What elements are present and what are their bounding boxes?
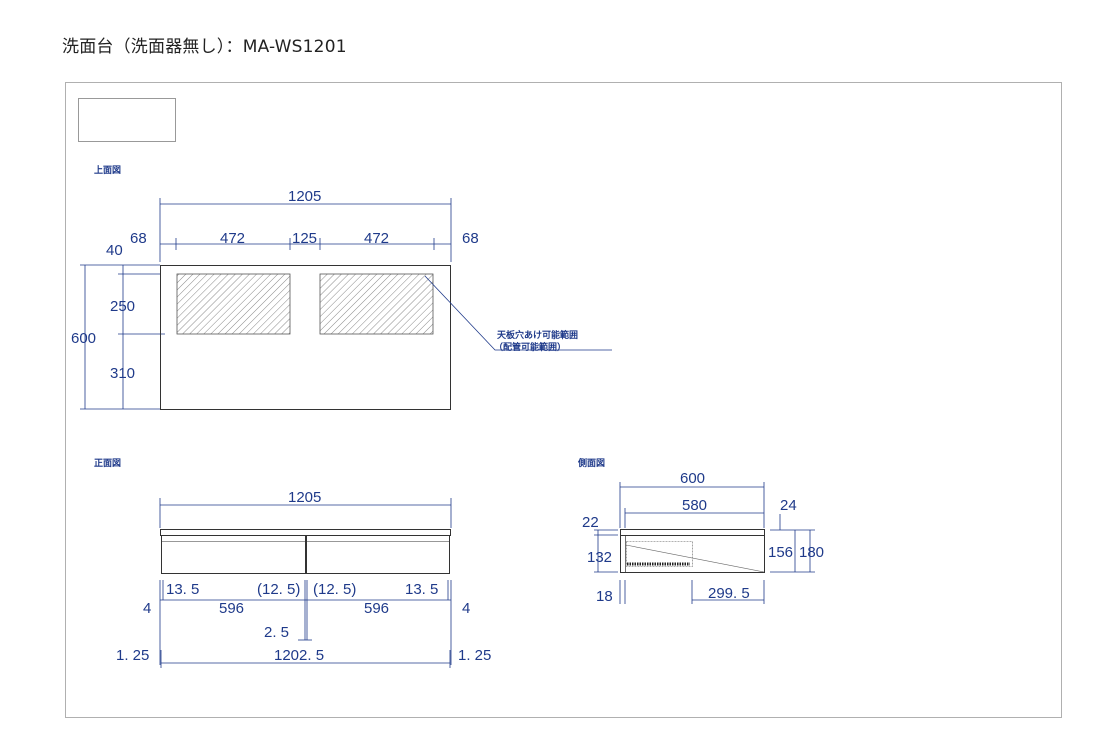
side-inner-depth: 580 [682, 497, 707, 514]
front-inner-width: 1202. 5 [274, 647, 324, 664]
front-gap-1: 13. 5 [166, 581, 199, 598]
front-view [160, 529, 451, 574]
page-title: 洗面台（洗面器無し）：MA-WS1201 [62, 37, 347, 57]
top-left-margin: 68 [130, 230, 147, 247]
counter-top-outline [160, 265, 451, 410]
side-view-label: 側面図 [577, 457, 605, 469]
top-basin-depth: 250 [110, 298, 135, 315]
basin-area-left [176, 273, 291, 335]
side-top-gap: 22 [582, 514, 599, 531]
front-drawer-right: 596 [364, 600, 389, 617]
note-leader [424, 275, 612, 351]
front-gap-4: 13. 5 [405, 581, 438, 598]
front-center-gap: 2. 5 [264, 624, 289, 641]
front-edge-left: 1. 25 [116, 647, 149, 664]
side-drawer-height: 132 [587, 549, 612, 566]
side-depth: 600 [680, 470, 705, 487]
front-side-left: 4 [143, 600, 151, 617]
title-block [78, 98, 176, 142]
front-gap-3: (12. 5) [313, 581, 356, 598]
front-side-right: 4 [462, 600, 470, 617]
top-right-margin: 68 [462, 230, 479, 247]
side-view [620, 529, 765, 573]
note-pipe-range: （配管可能範囲） [494, 341, 566, 353]
top-basin-left: 472 [220, 230, 245, 247]
side-body-height: 156 [768, 544, 793, 561]
side-panel: 18 [596, 588, 613, 605]
front-gap-2: (12. 5) [257, 581, 300, 598]
front-edge-right: 1. 25 [458, 647, 491, 664]
top-view [80, 198, 452, 410]
top-depth: 600 [71, 330, 96, 347]
side-drawer-depth: 299. 5 [708, 585, 750, 602]
note-drill-range: 天板穴あけ可能範囲 [497, 329, 578, 341]
front-overall-width: 1205 [288, 489, 321, 506]
side-top-thickness: 24 [780, 497, 797, 514]
top-overall-width: 1205 [288, 188, 321, 205]
front-view-label: 正面図 [94, 458, 121, 469]
front-drawer-left: 596 [219, 600, 244, 617]
top-center-gap: 125 [292, 230, 317, 247]
top-basin-right: 472 [364, 230, 389, 247]
front-view-dims [159, 498, 452, 668]
basin-area-right [319, 273, 434, 335]
side-total-height: 180 [799, 544, 824, 561]
side-view-dims [594, 482, 815, 604]
drawing-frame [65, 82, 1062, 718]
top-offset: 40 [106, 242, 123, 259]
top-view-label: 上面図 [94, 164, 121, 176]
top-front-depth: 310 [110, 365, 135, 382]
